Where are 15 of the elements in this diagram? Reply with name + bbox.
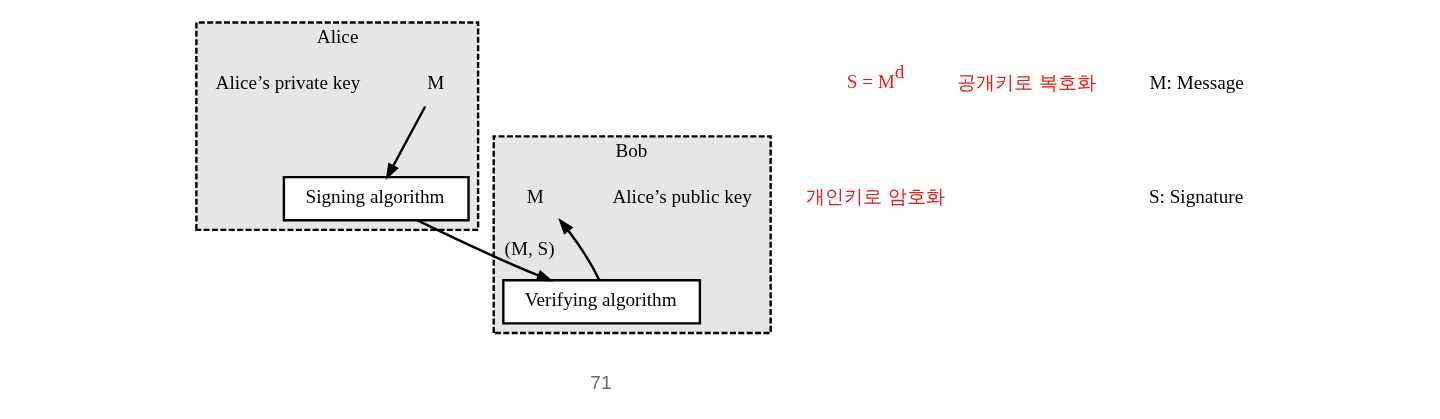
label: S: Signature — [1148, 186, 1244, 208]
arrow — [558, 217, 601, 281]
node-text: Alice’s private key — [215, 72, 361, 94]
arrow — [417, 219, 554, 282]
node-text: M — [427, 72, 445, 94]
node-text: Alice’s public key — [612, 186, 752, 208]
label: 개인키로 암호화 — [806, 185, 946, 209]
node-text: M — [526, 186, 544, 208]
arrow — [385, 105, 427, 180]
label: 공개키로 복호화 — [957, 71, 1097, 95]
node-box: Verifying algorithm — [502, 279, 702, 325]
label: 71 — [590, 372, 612, 394]
node-box: Signing algorithm — [282, 175, 470, 222]
label: M: Message — [1149, 72, 1244, 94]
edge-label: (M, S) — [504, 237, 555, 259]
